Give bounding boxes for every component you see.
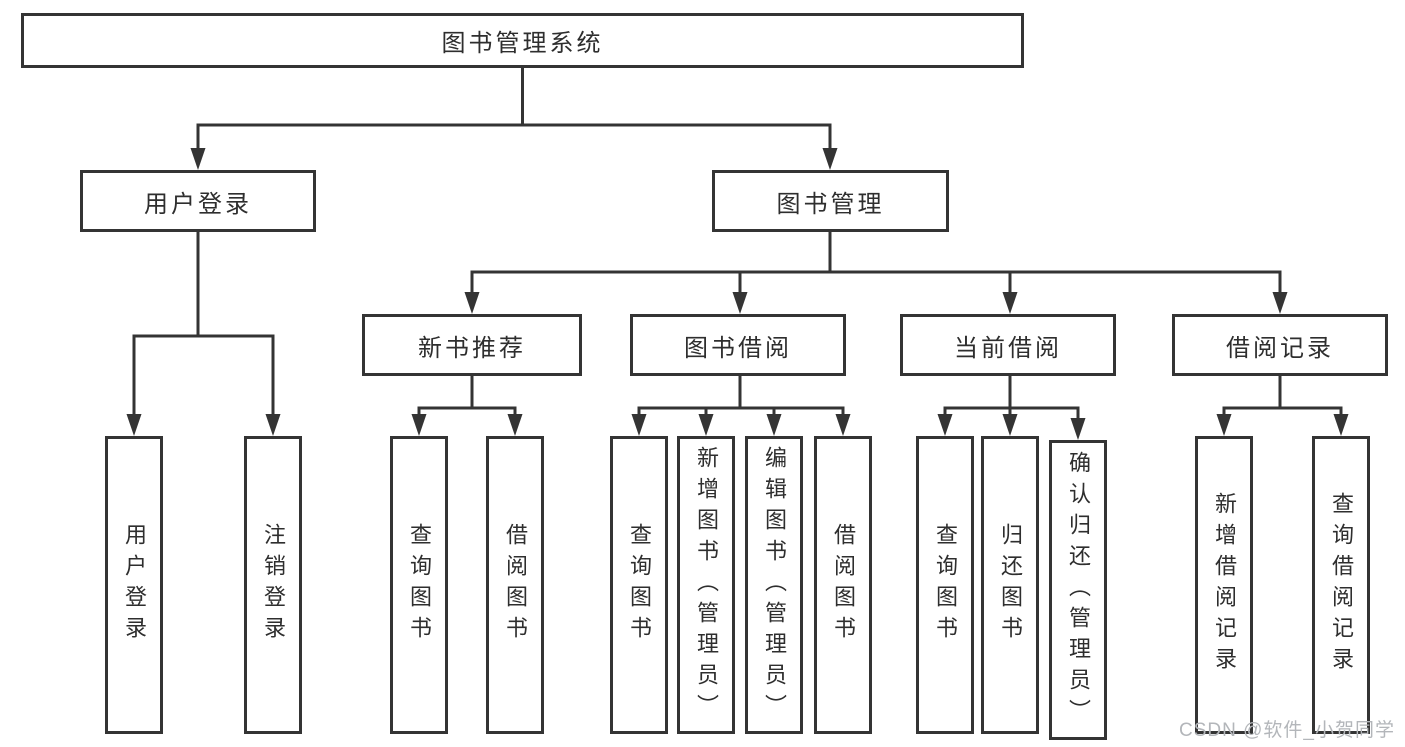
node-leaf-query-borrow-record: 查询借阅记录 [1312,436,1370,734]
node-leaf-confirm-return-admin: 确认归还（管理员） [1049,440,1107,740]
node-leaf-borrow-books: 借阅图书 [814,436,872,734]
leaf-label: 用户登录 [122,523,147,647]
leaf-label: 查询图书 [407,523,432,647]
node-leaf-edit-books-admin: 编辑图书（管理员） [745,436,803,734]
node-leaf-query-books: 查询图书 [916,436,974,734]
leaf-label: 新增图书（管理员） [694,445,719,725]
leaf-label: 归还图书 [998,523,1023,647]
leaf-label: 确认归还（管理员） [1066,450,1091,730]
node-leaf-query-books: 查询图书 [390,436,448,734]
node-leaf-add-books-admin: 新增图书（管理员） [677,436,735,734]
node-leaf-add-borrow-record: 新增借阅记录 [1195,436,1253,734]
csdn-watermark: CSDN @软件_小贺同学 [1179,720,1395,741]
node-new-book-recommend: 新书推荐 [362,314,582,376]
node-book-management: 图书管理 [712,170,949,232]
leaf-label: 查询图书 [933,523,958,647]
leaf-label: 注销登录 [261,523,286,647]
arrowheads [126,148,1349,440]
leaf-label: 借阅图书 [503,523,528,647]
node-leaf-logout: 注销登录 [244,436,302,734]
node-leaf-user-login: 用户登录 [105,436,163,734]
node-leaf-return-books: 归还图书 [981,436,1039,734]
node-borrow-records: 借阅记录 [1172,314,1388,376]
node-leaf-borrow-books: 借阅图书 [486,436,544,734]
node-library-management-system: 图书管理系统 [21,13,1024,68]
node-book-borrow: 图书借阅 [630,314,846,376]
leaf-label: 借阅图书 [831,523,856,647]
node-user-login: 用户登录 [80,170,316,232]
leaf-label: 新增借阅记录 [1212,492,1237,678]
node-current-borrow: 当前借阅 [900,314,1116,376]
node-leaf-query-books: 查询图书 [610,436,668,734]
leaf-label: 查询借阅记录 [1329,492,1354,678]
leaf-label: 查询图书 [627,523,652,647]
leaf-label: 编辑图书（管理员） [762,445,787,725]
